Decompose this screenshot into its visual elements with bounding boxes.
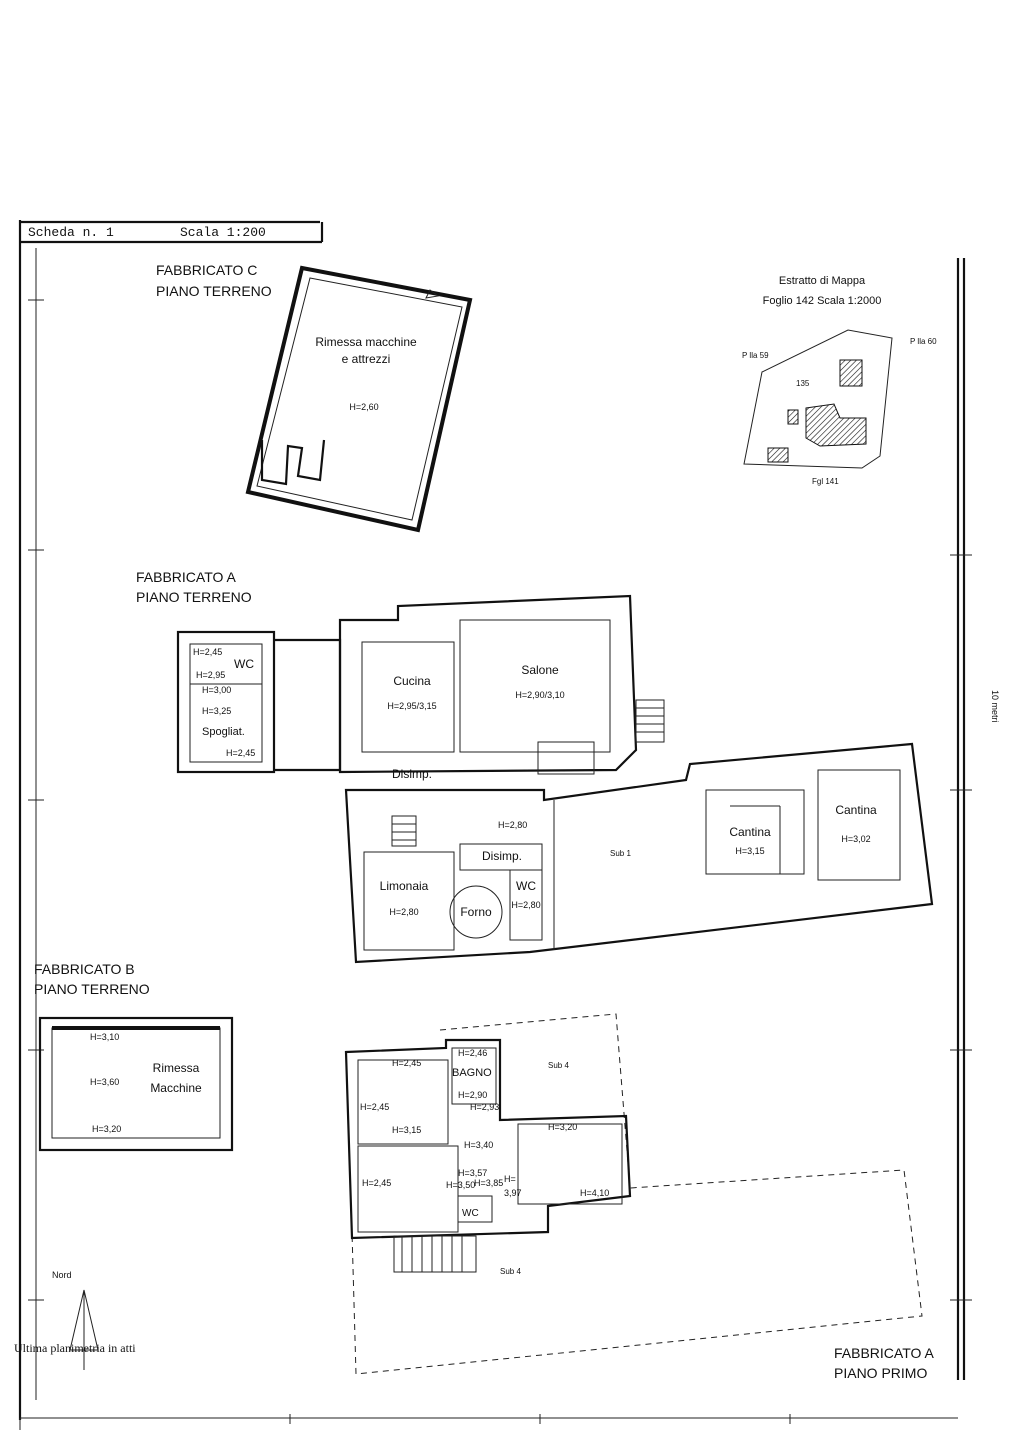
scala-label: Scala 1:200	[180, 225, 266, 240]
fabbricato-c-room-line2: e attrezzi	[342, 352, 391, 366]
primo-h-290: H=2,90	[458, 1090, 487, 1100]
fabbricato-c-subtitle: PIANO TERRENO	[156, 283, 272, 299]
primo-h-315: H=3,15	[392, 1125, 421, 1135]
terreno-spogliatoio-label: Spogliat.	[202, 726, 245, 738]
cucina-label: Cucina	[393, 674, 431, 688]
limonaia-label: Limonaia	[380, 879, 429, 893]
primo-h-label: H=	[504, 1174, 516, 1184]
salone-height: H=2,90/3,10	[515, 690, 564, 700]
terreno-h-280a: H=2,80	[498, 820, 527, 830]
terreno-wc2-height: H=2,80	[511, 900, 540, 910]
cantina-2-height: H=3,02	[841, 834, 870, 844]
margin-scale-note: 10 metri	[990, 690, 1000, 723]
salone-label: Salone	[521, 663, 559, 677]
fabbricato-b-h-320: H=3,20	[92, 1124, 121, 1134]
forno-label: Forno	[460, 905, 492, 919]
terreno-wc2-label: WC	[516, 879, 536, 893]
fabbricato-c-plan	[245, 265, 473, 533]
primo-h-350: H=3,50	[446, 1180, 475, 1190]
primo-h-410: H=4,10	[580, 1188, 609, 1198]
primo-h-245c: H=2,45	[362, 1178, 391, 1188]
disimp-2-label: Disimp.	[482, 849, 522, 863]
fabbricato-a-terreno-title: FABBRICATO A	[136, 569, 237, 585]
mappa-parcel-number: 135	[796, 379, 810, 388]
fabbricato-a-terreno-subtitle: PIANO TERRENO	[136, 589, 252, 605]
fabbricato-b-h-310: H=3,10	[90, 1032, 119, 1042]
primo-h-357: H=3,57	[458, 1168, 487, 1178]
terreno-h-300: H=3,00	[202, 685, 231, 695]
mappa-foglio-141: Fgl 141	[812, 477, 839, 486]
fabbricato-b-plan	[38, 1016, 234, 1152]
fabbricato-b-room-line2: Macchine	[150, 1081, 202, 1095]
primo-h-245a: H=2,45	[392, 1058, 421, 1068]
fabbricato-c-height: H=2,60	[349, 402, 378, 412]
fabbricato-a-primo-plan	[344, 1013, 923, 1375]
primo-h-397: 3,97	[504, 1188, 522, 1198]
terreno-h-245b: H=2,45	[226, 748, 255, 758]
sub-1-label: Sub 1	[610, 849, 631, 858]
mappa-plla-59: P lla 59	[742, 351, 769, 360]
primo-h-385: H=3,85	[474, 1178, 503, 1188]
terreno-h-295: H=2,95	[196, 670, 225, 680]
fabbricato-a-primo-title: FABBRICATO A	[834, 1345, 935, 1361]
fabbricato-c-room-line1: Rimessa macchine	[315, 335, 417, 349]
mappa-plla-60: P lla 60	[910, 337, 937, 346]
cucina-height: H=2,95/3,15	[387, 701, 436, 711]
fabbricato-b-subtitle: PIANO TERRENO	[34, 981, 150, 997]
cantina-1-label: Cantina	[729, 825, 771, 839]
mappa-title: Estratto di Mappa	[779, 275, 866, 287]
fabbricato-b-title: FABBRICATO B	[34, 961, 135, 977]
fabbricato-c-title: FABBRICATO C	[156, 262, 257, 278]
primo-h-246: H=2,46	[458, 1048, 487, 1058]
fabbricato-a-primo-subtitle: PIANO PRIMO	[834, 1365, 927, 1381]
north-arrow-icon	[69, 1289, 99, 1370]
primo-h-245b: H=2,45	[360, 1102, 389, 1112]
cantina-2-label: Cantina	[835, 803, 877, 817]
terreno-h-325: H=3,25	[202, 706, 231, 716]
fabbricato-b-room-line1: Rimessa	[153, 1061, 200, 1075]
terreno-h-245a: H=2,45	[193, 647, 222, 657]
primo-sub-4a: Sub 4	[548, 1061, 569, 1070]
mappa-subtitle: Foglio 142 Scala 1:2000	[763, 295, 882, 307]
primo-sub-4b: Sub 4	[500, 1267, 521, 1276]
primo-h-320: H=3,20	[548, 1122, 577, 1132]
scheda-label: Scheda n. 1	[28, 225, 114, 240]
limonaia-height: H=2,80	[389, 907, 418, 917]
nord-label: Nord	[52, 1270, 72, 1280]
fabbricato-a-terreno-plan	[176, 594, 934, 964]
primo-h-340: H=3,40	[464, 1140, 493, 1150]
cantina-1-height: H=3,15	[735, 846, 764, 856]
terreno-wc-label: WC	[234, 657, 254, 671]
ultima-planimetria-label: Ultima planimetria in atti	[14, 1341, 136, 1355]
sheet-frame	[18, 220, 972, 1430]
mappa-parcel-drawing	[743, 329, 893, 469]
disimp-1-label: Disimp.	[392, 767, 432, 781]
fabbricato-b-h-360: H=3,60	[90, 1077, 119, 1087]
primo-wc-label: WC	[462, 1208, 479, 1219]
primo-h-293: H=2,93	[470, 1102, 499, 1112]
primo-bagno-label: BAGNO	[452, 1067, 492, 1079]
